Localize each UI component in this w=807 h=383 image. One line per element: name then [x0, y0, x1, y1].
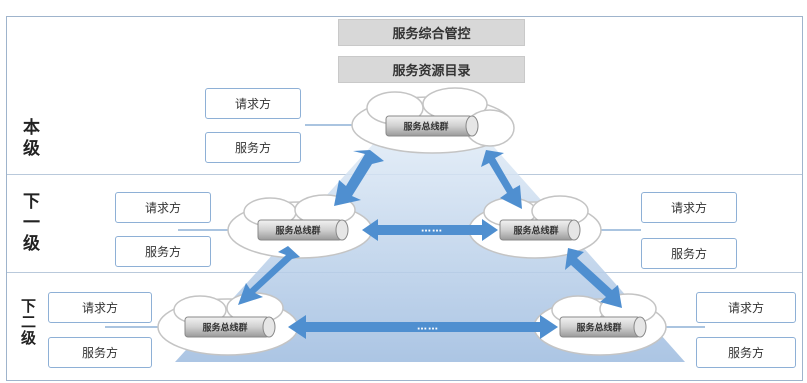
bottom-ellipsis: ……: [417, 321, 439, 333]
bottom-right-provider-box: 服务方: [696, 337, 796, 368]
bottom-left-bus-label: 服务总线群: [202, 323, 248, 334]
bus-cylinder-mid-left: [257, 219, 349, 241]
diagram-frame: [6, 16, 803, 381]
level-label-local: 本级: [19, 118, 39, 160]
bus-cylinder-bottom-left: [184, 316, 276, 338]
arrow-bottom-horizontal: [288, 315, 558, 339]
mid-left-provider-label: 服务方: [144, 245, 181, 259]
top-provider-label: 服务方: [234, 141, 271, 155]
mid-left-provider-box: 服务方: [115, 236, 211, 267]
top-provider-box: 服务方: [205, 132, 301, 163]
arrow-mid-horizontal: [362, 219, 498, 241]
mid-right-requester-label: 请求方: [670, 201, 707, 215]
bottom-left-requester-box: 请求方: [48, 292, 152, 323]
arrow-top-to-mid-left: [334, 150, 384, 206]
bottom-left-requester-label: 请求方: [81, 301, 118, 315]
mid-right-provider-box: 服务方: [641, 238, 737, 269]
bus-cylinder-bottom-right: [559, 316, 647, 338]
bottom-right-bus-label: 服务总线群: [576, 323, 622, 334]
service-catalog-label: 服务资源目录: [392, 64, 471, 79]
bottom-left-provider-label: 服务方: [81, 346, 118, 360]
bottom-right-provider-label: 服务方: [727, 346, 764, 360]
mid-right-requester-box: 请求方: [641, 192, 737, 223]
mid-left-requester-box: 请求方: [115, 192, 211, 223]
arrow-top-to-mid-right: [481, 150, 522, 209]
bottom-right-requester-label: 请求方: [727, 301, 764, 315]
service-catalog-box: 服务资源目录: [338, 56, 525, 83]
top-requester-box: 请求方: [205, 88, 301, 119]
bottom-left-provider-box: 服务方: [48, 337, 152, 368]
level-label-sub2: 下二级: [19, 298, 37, 346]
mid-left-bus-label: 服务总线群: [275, 226, 321, 237]
bus-cylinder-mid-right: [499, 219, 581, 241]
level-label-sub1: 下一级: [19, 192, 39, 255]
top-bus-label: 服务总线群: [403, 122, 449, 133]
mid-left-requester-label: 请求方: [144, 201, 181, 215]
mid-ellipsis: ……: [421, 223, 443, 235]
bus-cylinder-top: [385, 115, 479, 137]
service-management-box: 服务综合管控: [338, 19, 525, 46]
arrow-mid-right-to-bottom-right: [565, 248, 622, 308]
top-requester-label: 请求方: [234, 97, 271, 111]
arrow-mid-left-to-bottom-left: [238, 246, 300, 305]
mid-right-bus-label: 服务总线群: [513, 226, 559, 237]
service-management-label: 服务综合管控: [392, 27, 471, 42]
mid-right-provider-label: 服务方: [670, 247, 707, 261]
bottom-right-requester-box: 请求方: [696, 292, 796, 323]
